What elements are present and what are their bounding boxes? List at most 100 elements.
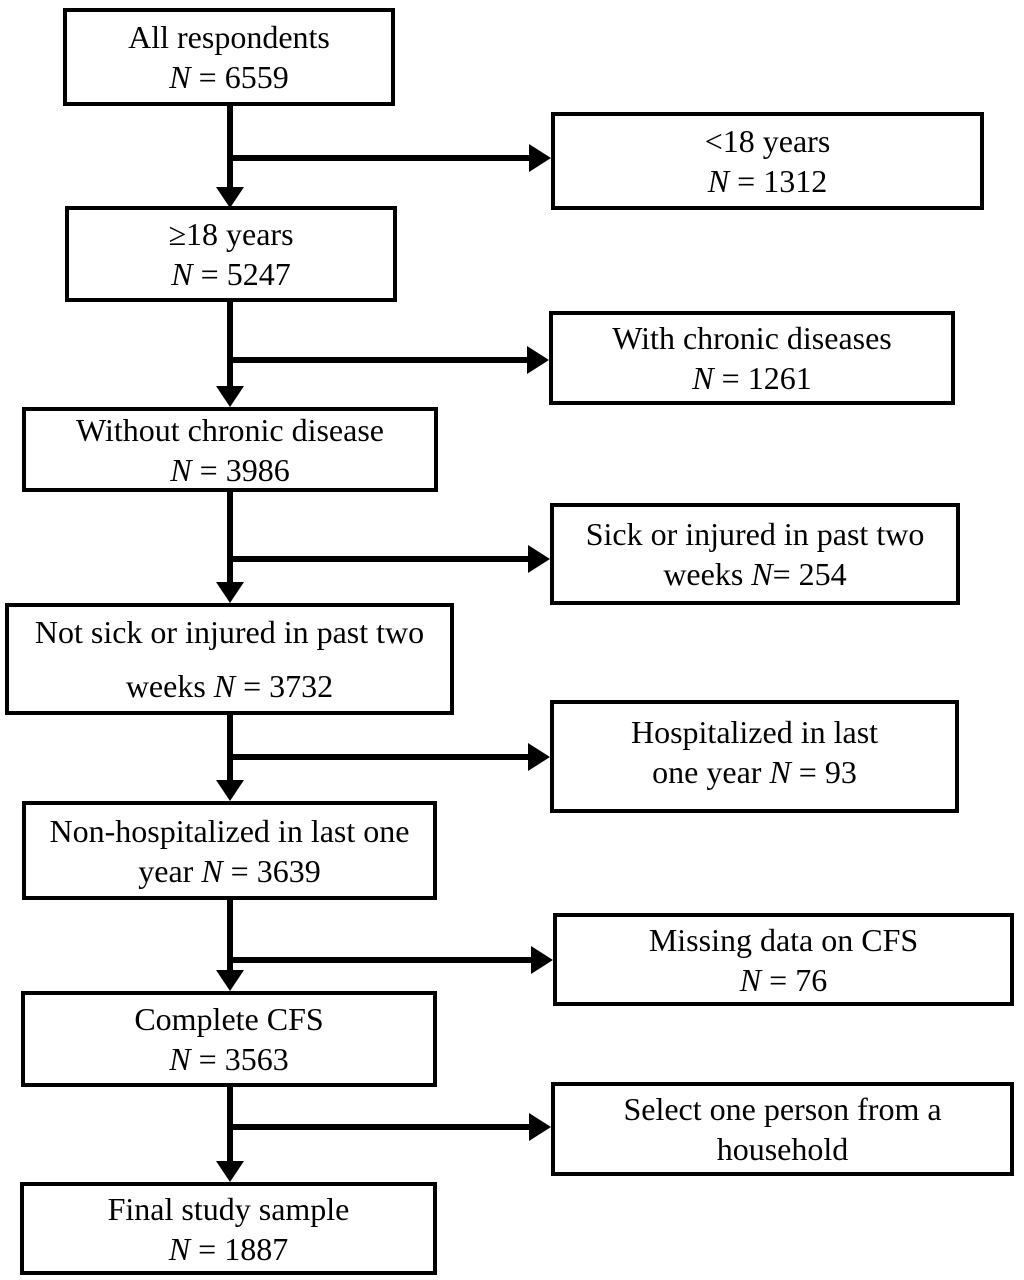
connector-branch-5 [227, 957, 531, 963]
label-text: ≥18 years [168, 216, 294, 252]
node-under-18-excluded: <18 years N = 1312 [551, 112, 984, 210]
node-count: N = 3563 [169, 1039, 288, 1079]
count-n: N [739, 961, 762, 998]
label-text: Non-hospitalized in last one [49, 812, 410, 849]
count-n: N [769, 754, 791, 790]
node-count: household [717, 1129, 849, 1169]
label-text: Final study sample [107, 1190, 350, 1227]
node-label: With chronic diseases [612, 318, 892, 358]
count-prefix: year [138, 852, 202, 889]
node-without-chronic-disease: Without chronic disease N = 3986 [22, 407, 438, 492]
node-count: N = 1261 [692, 358, 811, 398]
node-select-one-person: Select one person from a household [551, 1082, 1014, 1176]
node-label: Select one person from a [623, 1089, 941, 1129]
arrowhead-down-6 [216, 1161, 244, 1182]
count-n: N [707, 163, 730, 199]
connector-down-2 [227, 300, 233, 390]
node-count: weeks N= 254 [663, 554, 846, 594]
count-value: = 76 [761, 961, 828, 998]
node-complete-cfs: Complete CFS N = 3563 [21, 991, 437, 1087]
node-label: Missing data on CFS [649, 920, 918, 960]
arrowhead-down-5 [216, 970, 244, 991]
arrowhead-right-3 [528, 545, 550, 573]
connector-branch-2 [227, 357, 527, 363]
count-n: N [213, 668, 236, 704]
node-label: Hospitalized in last [631, 712, 878, 752]
label-text: Complete CFS [134, 1001, 324, 1037]
arrowhead-down-4 [216, 780, 244, 801]
arrowhead-down-1 [216, 187, 244, 208]
label-text: <18 years [704, 123, 831, 159]
node-label: Final study sample [108, 1189, 350, 1229]
count-value: = 3639 [222, 852, 321, 889]
node-hospitalized-excluded: Hospitalized in last one year N = 93 [550, 700, 959, 813]
node-with-chronic-diseases-excluded: With chronic diseases N = 1261 [549, 311, 955, 405]
connector-branch-4 [227, 754, 528, 760]
arrowhead-right-5 [531, 946, 553, 974]
count-n: N [201, 852, 223, 889]
label-text: Hospitalized in last [630, 714, 879, 750]
node-count: one year N = 93 [652, 752, 857, 792]
connector-down-1 [227, 104, 233, 192]
connector-down-4 [227, 713, 233, 783]
count-n: N [169, 1041, 191, 1077]
node-label: All respondents [128, 17, 330, 57]
node-count: N = 1887 [169, 1229, 288, 1269]
node-missing-cfs-excluded: Missing data on CFS N = 76 [553, 913, 1014, 1006]
connector-down-5 [227, 898, 233, 973]
count-value: = 1887 [190, 1230, 289, 1267]
count-prefix: household [716, 1131, 849, 1167]
arrowhead-right-2 [527, 346, 549, 374]
label-text: With chronic diseases [612, 320, 892, 356]
label-text: Not sick or injured in past two [34, 614, 425, 650]
node-label: Complete CFS [134, 999, 323, 1039]
label-text: All respondents [128, 19, 330, 55]
node-non-hospitalized: Non-hospitalized in last one year N = 36… [22, 801, 437, 900]
node-label: Non-hospitalized in last one [50, 811, 410, 851]
count-prefix: one year [652, 754, 770, 790]
count-prefix: weeks [663, 556, 752, 592]
count-value: = 1261 [713, 360, 812, 396]
node-not-sick-or-injured: Not sick or injured in past two weeks N … [5, 603, 454, 715]
node-count: N = 1312 [708, 161, 827, 201]
arrowhead-right-4 [528, 743, 550, 771]
count-value: = 3986 [191, 451, 290, 488]
count-value: = 5247 [192, 256, 291, 292]
arrowhead-right-6 [529, 1113, 551, 1141]
count-n: N [169, 59, 191, 95]
node-sick-or-injured-excluded: Sick or injured in past two weeks N= 254 [550, 503, 960, 605]
node-count: weeks N = 3732 [126, 659, 333, 713]
node-label: ≥18 years [168, 214, 293, 254]
count-value: = 1312 [729, 163, 828, 199]
connector-branch-3 [227, 556, 528, 562]
count-n: N [170, 451, 192, 488]
label-text: Sick or injured in past two [585, 516, 925, 552]
label-text: Select one person from a [623, 1091, 942, 1127]
connector-branch-6 [227, 1124, 529, 1130]
count-n: N [168, 1230, 191, 1267]
arrowhead-down-2 [216, 386, 244, 407]
node-all-respondents: All respondents N = 6559 [63, 8, 395, 106]
node-final-study-sample: Final study sample N = 1887 [20, 1182, 437, 1275]
node-count: N = 6559 [169, 57, 288, 97]
count-n: N [171, 256, 193, 292]
arrowhead-right-1 [529, 144, 551, 172]
label-text: Missing data on CFS [648, 921, 919, 958]
count-n: N [692, 360, 714, 396]
count-value: = 6559 [190, 59, 289, 95]
node-count: N = 5247 [171, 254, 290, 294]
node-count: N = 3986 [170, 450, 289, 490]
arrowhead-down-3 [216, 582, 244, 603]
label-text: Without chronic disease [76, 411, 384, 448]
count-n: N [751, 556, 773, 592]
node-age-ge18: ≥18 years N = 5247 [65, 206, 397, 302]
count-value: = 93 [790, 754, 857, 790]
count-value: = 254 [772, 556, 847, 592]
count-value: = 3563 [190, 1041, 289, 1077]
count-value: = 3732 [235, 668, 334, 704]
node-label: Sick or injured in past two [586, 514, 925, 554]
node-count: N = 76 [740, 960, 827, 1000]
connector-branch-1 [227, 155, 529, 161]
connector-down-3 [227, 490, 233, 586]
